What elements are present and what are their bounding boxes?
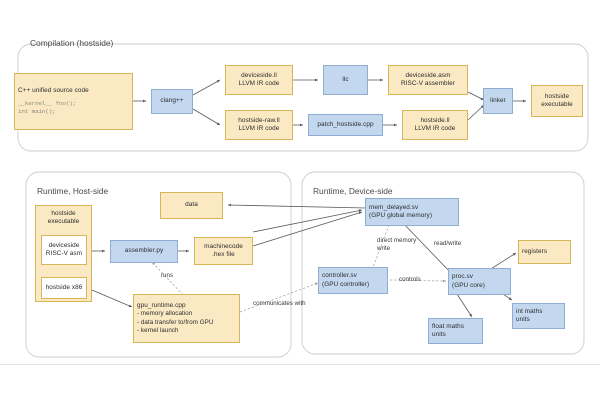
hostside-executable-line-1: hostside (544, 92, 570, 100)
hostside-raw-ll-line-2: LLVM IR code (238, 125, 280, 132)
node-data[interactable]: data (160, 192, 223, 219)
group-label-compilation: Compilation (hostside) (30, 38, 114, 48)
edge-deviceside-asm-to-linker (467, 91, 485, 101)
data-label: data (185, 201, 198, 209)
int-maths-line-2: units (516, 316, 530, 323)
node-hostside-ll[interactable]: hostside.ll LLVM IR code (402, 110, 468, 140)
node-hostside-executable-compilation[interactable]: hostside executable (531, 85, 583, 117)
controller-line-2: (GPU controller) (322, 280, 370, 288)
edge-label-runs: runs (161, 272, 174, 279)
controller-line-1: controller.sv (322, 272, 357, 280)
gpu-runtime-bullet-3: - kernel launch (137, 326, 179, 334)
edge-controller-controls-proc (389, 279, 447, 283)
assembler-label: assembler.py (124, 247, 164, 255)
gpu-runtime-title: gpu_runtime.cpp (137, 301, 186, 309)
edge-clang-to-deviceside-ll (192, 79, 221, 96)
node-cpp-unified-source-code[interactable]: C++ unified source code __kernel__ foo()… (14, 73, 133, 130)
edge-proc-to-float-maths (454, 290, 473, 318)
node-int-maths-units[interactable]: int maths units (512, 303, 565, 329)
machinecode-line-1: machinecode (204, 242, 243, 250)
clang-label: clang++ (160, 97, 184, 105)
group-box-runtime-device (301, 171, 585, 355)
hostside-raw-ll-line-1: hostside-raw.ll (238, 116, 280, 124)
node-deviceside-asm[interactable]: deviceside.asm RISC-V assembler (388, 65, 468, 95)
group-box-runtime-host (25, 171, 292, 358)
mem-delayed-line-2: (GPU global memory) (369, 212, 433, 219)
patch-hostside-label: patch_hostside.cpp (317, 120, 374, 128)
hostside-ll-line-1: hostside.ll (420, 116, 450, 124)
edge-label-communicates-with: communicates with (253, 300, 306, 307)
group-label-runtime-host: Runtime, Host-side (37, 186, 109, 196)
edge-proc-to-mem-delayed (401, 221, 453, 275)
source-code-line-2: int main(); (18, 107, 56, 115)
float-maths-line-1: float maths (432, 322, 464, 330)
node-patch-hostside-cpp[interactable]: patch_hostside.cpp (308, 114, 383, 136)
proc-line-1: proc.sv (452, 273, 474, 281)
node-deviceside-riscv-asm[interactable]: deviceside RISC-V asm (41, 235, 87, 265)
source-code-line-1: __kernel__ foo(); (18, 99, 77, 107)
edge-machinecode-to-mem-delayed (252, 211, 363, 247)
edge-label-controls: controls (399, 276, 421, 283)
deviceside-riscv-line-2: RISC-V asm (45, 250, 83, 257)
source-title: C++ unified source code (18, 87, 89, 95)
proc-line-2: (GPU core) (452, 281, 485, 289)
gpu-runtime-bullet-1: - memory allocation (137, 310, 193, 318)
group-label-runtime-device: Runtime, Device-side (313, 186, 393, 196)
llc-label: llc (342, 75, 349, 83)
node-deviceside-ll[interactable]: deviceside.ll LLVM IR code (225, 65, 293, 95)
node-llc[interactable]: llc (323, 65, 368, 95)
edge-gpu-runtime-communicates-with-controller (239, 282, 319, 313)
edge-gpu-runtime-runs-assembler (151, 261, 187, 299)
hostside-exec-runtime-line-1: hostside (51, 210, 76, 217)
deviceside-asm-line-2: RISC-V assembler (401, 80, 455, 87)
node-registers[interactable]: registers (518, 240, 571, 264)
node-float-maths-units[interactable]: float maths units (428, 318, 483, 344)
deviceside-riscv-line-1: deviceside (48, 241, 80, 249)
node-hostside-raw-ll[interactable]: hostside-raw.ll LLVM IR code (225, 110, 293, 140)
node-linker[interactable]: linker (483, 88, 513, 114)
hostside-exec-runtime-line-2: executable (47, 218, 80, 226)
edge-label-read-write: read/write (434, 240, 462, 247)
machinecode-line-2: .hex file (212, 251, 235, 258)
edge-mem-delayed-to-data (227, 203, 367, 209)
deviceside-asm-line-1: deviceside.asm (405, 71, 451, 79)
node-proc-sv[interactable]: proc.sv (GPU core) (448, 268, 511, 295)
edge-gpu-runtime-to-mem-delayed (252, 209, 363, 233)
edge-hostside-x86-to-gpu-runtime (91, 289, 133, 308)
node-clang[interactable]: clang++ (151, 89, 193, 114)
edge-label-direct-memory-write: direct memory write (377, 237, 417, 253)
gpu-runtime-bullet-2: - data transfer to/from GPU (137, 318, 214, 326)
edge-clang-to-hostside-raw-ll (192, 108, 221, 126)
linker-label: linker (490, 96, 506, 104)
edge-hostside-ll-to-linker (467, 104, 485, 121)
hostside-x86-label: hostside x86 (45, 283, 83, 291)
int-maths-line-1: int maths (516, 307, 543, 315)
float-maths-line-2: units (432, 331, 446, 338)
deviceside-ll-line-2: LLVM IR code (238, 80, 280, 87)
node-machinecode-hex[interactable]: machinecode .hex file (194, 237, 253, 265)
deviceside-ll-line-1: deviceside.ll (241, 71, 277, 79)
node-controller-sv[interactable]: controller.sv (GPU controller) (318, 267, 388, 294)
hostside-executable-line-2: executable (541, 101, 573, 108)
mem-delayed-line-1: mem_delayed.sv (369, 203, 419, 211)
registers-label: registers (522, 247, 548, 255)
node-assembler-py[interactable]: assembler.py (110, 240, 178, 263)
node-hostside-x86[interactable]: hostside x86 (41, 277, 87, 299)
node-mem-delayed-sv[interactable]: mem_delayed.sv (GPU global memory) (365, 198, 459, 226)
node-gpu-runtime-cpp[interactable]: gpu_runtime.cpp - memory allocation - da… (133, 294, 240, 343)
edge-controller-to-mem-delayed (371, 221, 391, 271)
hostside-ll-line-2: LLVM IR code (414, 125, 456, 132)
